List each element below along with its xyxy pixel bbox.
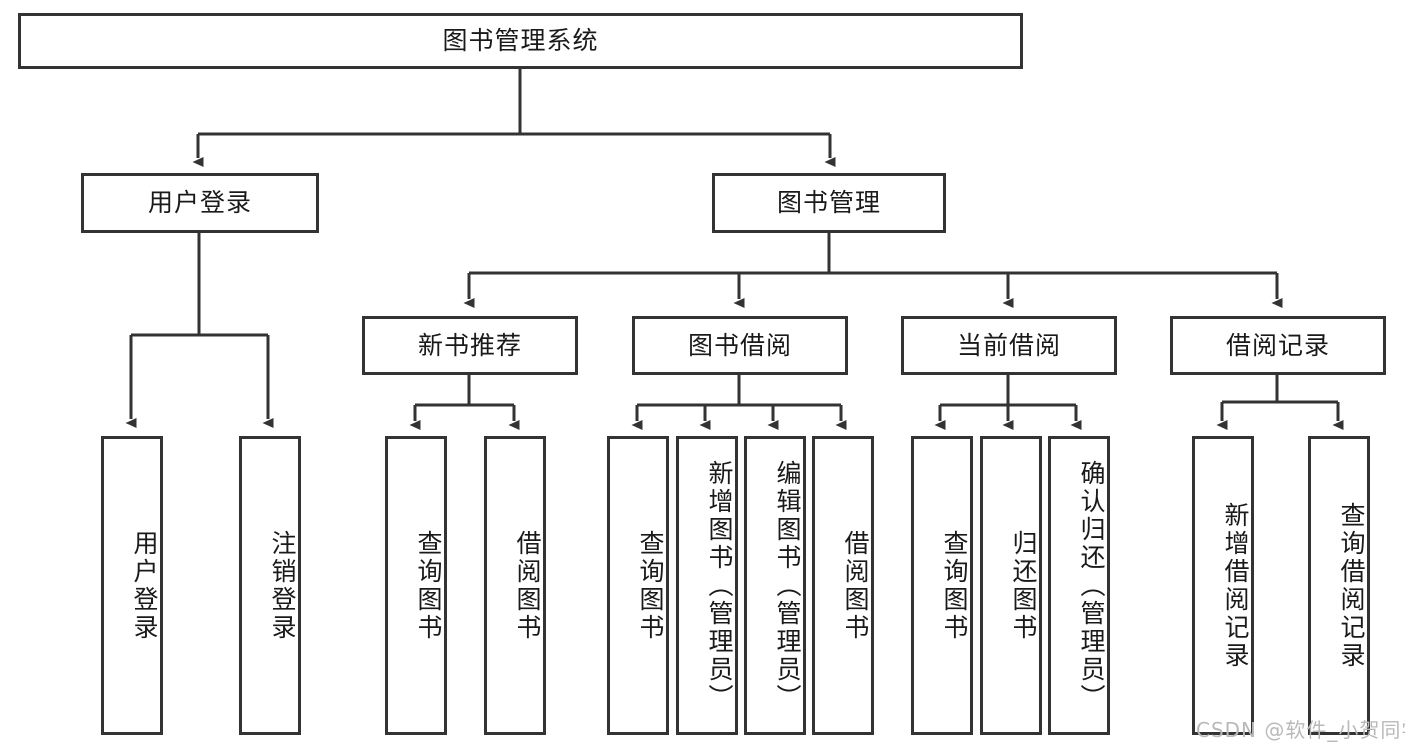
node-label: 用户登录 (147, 188, 252, 217)
node-label: 图书借阅 (687, 330, 792, 360)
node-label: 归还图书 (1009, 529, 1038, 642)
leaf-record-add-record[interactable]: 新增借阅记录 (1192, 436, 1254, 735)
leaf-user-login-login[interactable]: 用户登录 (101, 436, 163, 735)
node-label: 编辑图书（管理员） (773, 459, 802, 712)
leaf-current-query-book[interactable]: 查询图书 (911, 436, 973, 735)
leaf-current-return-book[interactable]: 归还图书 (980, 436, 1042, 735)
node-label: 图书管理系统 (442, 26, 599, 55)
node-new-book-recommend[interactable]: 新书推荐 (362, 316, 578, 375)
leaf-user-login-logout[interactable]: 注销登录 (239, 436, 301, 735)
node-label: 注销登录 (268, 529, 297, 642)
node-label: 借阅图书 (841, 529, 870, 642)
node-label: 确认归还（管理员） (1077, 459, 1106, 712)
node-current-borrow[interactable]: 当前借阅 (901, 316, 1117, 375)
node-label: 查询图书 (636, 529, 665, 642)
leaf-record-query-record[interactable]: 查询借阅记录 (1308, 436, 1370, 735)
csdn-watermark: CSDN @软件_小贺同学 (1196, 718, 1405, 742)
leaf-borrow-edit-book[interactable]: 编辑图书（管理员） (744, 436, 806, 735)
node-label: 新增借阅记录 (1221, 501, 1250, 670)
node-label: 查询图书 (414, 529, 443, 642)
node-label: 借阅记录 (1225, 330, 1330, 360)
node-user-login[interactable]: 用户登录 (81, 173, 319, 233)
node-label: 借阅图书 (513, 529, 542, 642)
leaf-recommend-borrow-book[interactable]: 借阅图书 (484, 436, 546, 735)
leaf-recommend-query-book[interactable]: 查询图书 (385, 436, 447, 735)
node-label: 查询借阅记录 (1337, 501, 1366, 670)
node-label: 当前借阅 (956, 330, 1061, 360)
leaf-borrow-add-book[interactable]: 新增图书（管理员） (676, 436, 738, 735)
node-root-system[interactable]: 图书管理系统 (18, 13, 1023, 69)
leaf-current-confirm-return[interactable]: 确认归还（管理员） (1048, 436, 1110, 735)
node-label: 查询图书 (940, 529, 969, 642)
node-label: 新书推荐 (417, 330, 522, 360)
node-book-management[interactable]: 图书管理 (712, 173, 946, 233)
node-label: 用户登录 (130, 529, 159, 642)
node-label: 图书管理 (776, 188, 881, 217)
node-book-borrow[interactable]: 图书借阅 (632, 316, 848, 375)
leaf-borrow-borrow-book[interactable]: 借阅图书 (812, 436, 874, 735)
leaf-borrow-query-book[interactable]: 查询图书 (607, 436, 669, 735)
node-borrow-record[interactable]: 借阅记录 (1170, 316, 1386, 375)
node-label: 新增图书（管理员） (705, 459, 734, 712)
